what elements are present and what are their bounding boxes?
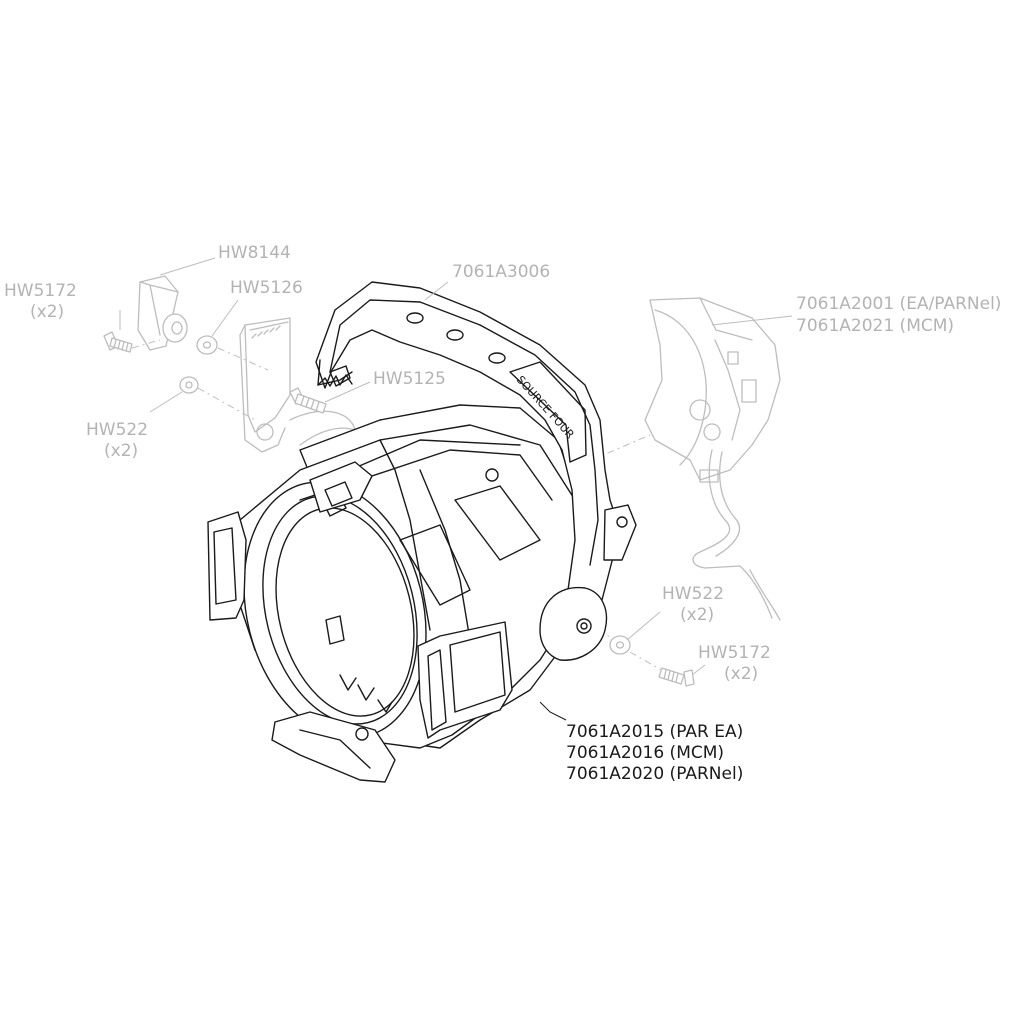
label-hw5126: HW5126 [230,278,303,298]
label-hw5172-top: HW5172 [4,281,77,301]
label-body-line1: 7061A2015 (PAR EA) [566,722,743,742]
hw5125-screw [289,387,327,414]
label-hw522-left: HW522 [86,420,148,440]
label-reflector-line2: 7061A2021 (MCM) [796,316,954,336]
lamp-body-housing [207,404,591,783]
hw5172-screw-right [658,667,695,687]
label-reflector-line1: 7061A2001 (EA/PARNel) [796,294,1001,314]
hw522-washer-right [609,635,631,655]
label-body-line2: 7061A2016 (MCM) [566,743,724,763]
label-hw5172-top-qty: (x2) [30,302,64,322]
label-hw5172-right: HW5172 [698,643,771,663]
part-labels: HW8144 HW5172 (x2) HW5126 7061A3006 7061… [4,243,1001,784]
label-hw522-right-qty: (x2) [680,605,714,625]
label-hw522-left-qty: (x2) [104,441,138,461]
hw522-washer-left [179,376,199,394]
yoke-clamp-plate [239,317,356,453]
hw8144-knob [137,275,188,351]
label-body-line3: 7061A2020 (PARNel) [566,764,743,784]
hw5126-washer [196,335,218,355]
hw5172-screw-left [103,331,133,353]
label-yoke: 7061A3006 [452,262,550,282]
leader-lines [119,257,793,721]
label-hw8144: HW8144 [218,243,291,263]
reflector-assembly [644,297,781,621]
label-hw522-right: HW522 [662,584,724,604]
label-hw5172-right-qty: (x2) [724,664,758,684]
yoke [315,281,637,661]
label-hw5125: HW5125 [373,369,446,389]
